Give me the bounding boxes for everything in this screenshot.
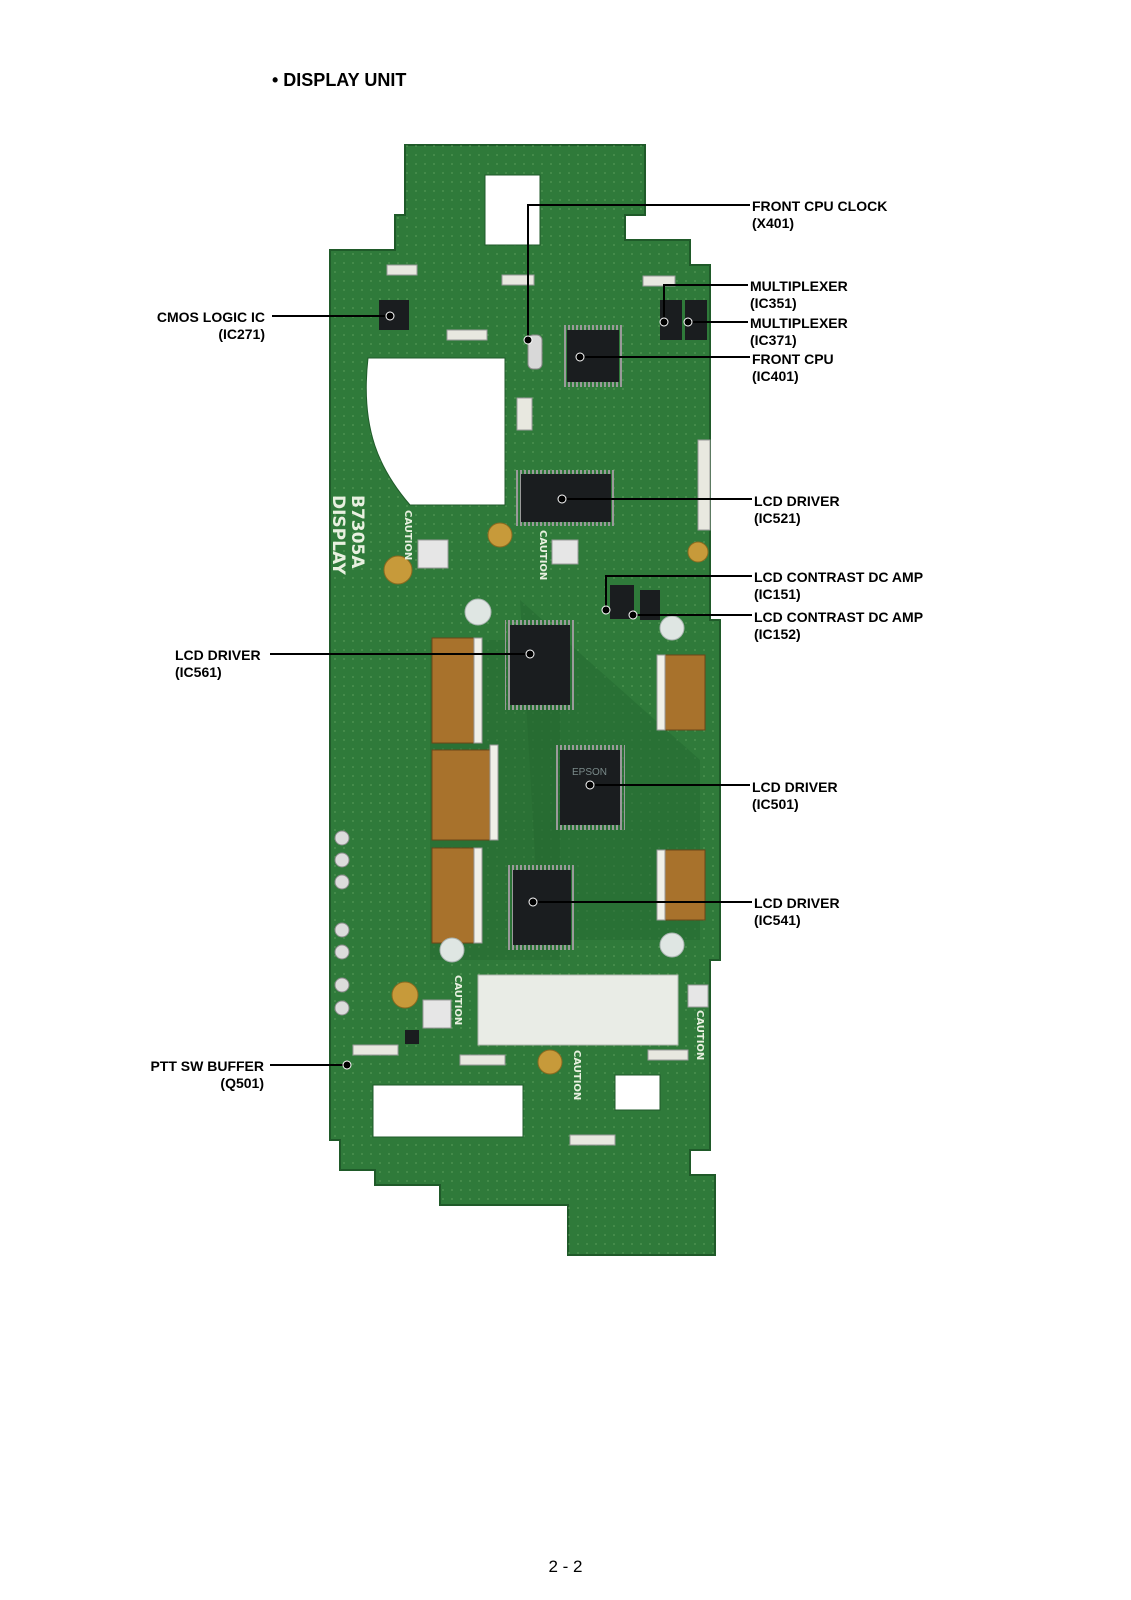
silkscreen-caution-5: CAUTION bbox=[571, 1050, 582, 1100]
silkscreen-caution-3: CAUTION bbox=[452, 975, 463, 1025]
leader-ic351 bbox=[663, 284, 748, 322]
leader-ic151 bbox=[605, 575, 752, 610]
callout-ic541: LCD DRIVER (IC541) bbox=[754, 895, 840, 928]
shield-can bbox=[477, 974, 679, 1046]
silkscreen-board-sub: DISPLAY bbox=[328, 495, 348, 576]
callout-ic151: LCD CONTRAST DC AMP (IC151) bbox=[754, 569, 924, 602]
crystal-x401 bbox=[527, 334, 543, 370]
bottom-right-cutout bbox=[614, 1074, 661, 1111]
page-number: 2 - 2 bbox=[548, 1557, 583, 1576]
silkscreen-caution-4: CAUTION bbox=[694, 1010, 705, 1060]
callout-ic501: LCD DRIVER (IC501) bbox=[752, 779, 838, 812]
top-cutout bbox=[484, 174, 541, 246]
ic541-chip bbox=[513, 870, 571, 945]
callout-ic561: LCD DRIVER (IC561) bbox=[175, 647, 261, 680]
callout-ic521: LCD DRIVER (IC521) bbox=[754, 493, 840, 526]
callout-ic152: LCD CONTRAST DC AMP (IC152) bbox=[754, 609, 924, 642]
bottom-cutout bbox=[372, 1084, 524, 1138]
callout-ic351: MULTIPLEXER (IC351) bbox=[750, 278, 848, 311]
callout-q501: PTT SW BUFFER (Q501) bbox=[150, 1058, 264, 1091]
battery-cutout bbox=[365, 357, 506, 506]
silkscreen-caution-2: CAUTION bbox=[537, 530, 548, 580]
silkscreen-caution-1: CAUTION bbox=[402, 510, 413, 560]
epson-mark: EPSON bbox=[572, 767, 607, 778]
silkscreen-board-name: B7305A bbox=[347, 495, 367, 569]
section-title: • DISPLAY UNIT bbox=[272, 70, 407, 90]
leader-x401 bbox=[527, 204, 750, 340]
callout-x401: FRONT CPU CLOCK (X401) bbox=[752, 198, 888, 231]
ic561-chip bbox=[510, 625, 570, 705]
callout-ic401: FRONT CPU (IC401) bbox=[752, 351, 834, 384]
callout-ic271: CMOS LOGIC IC (IC271) bbox=[156, 309, 265, 342]
callout-ic371: MULTIPLEXER (IC371) bbox=[750, 315, 848, 348]
